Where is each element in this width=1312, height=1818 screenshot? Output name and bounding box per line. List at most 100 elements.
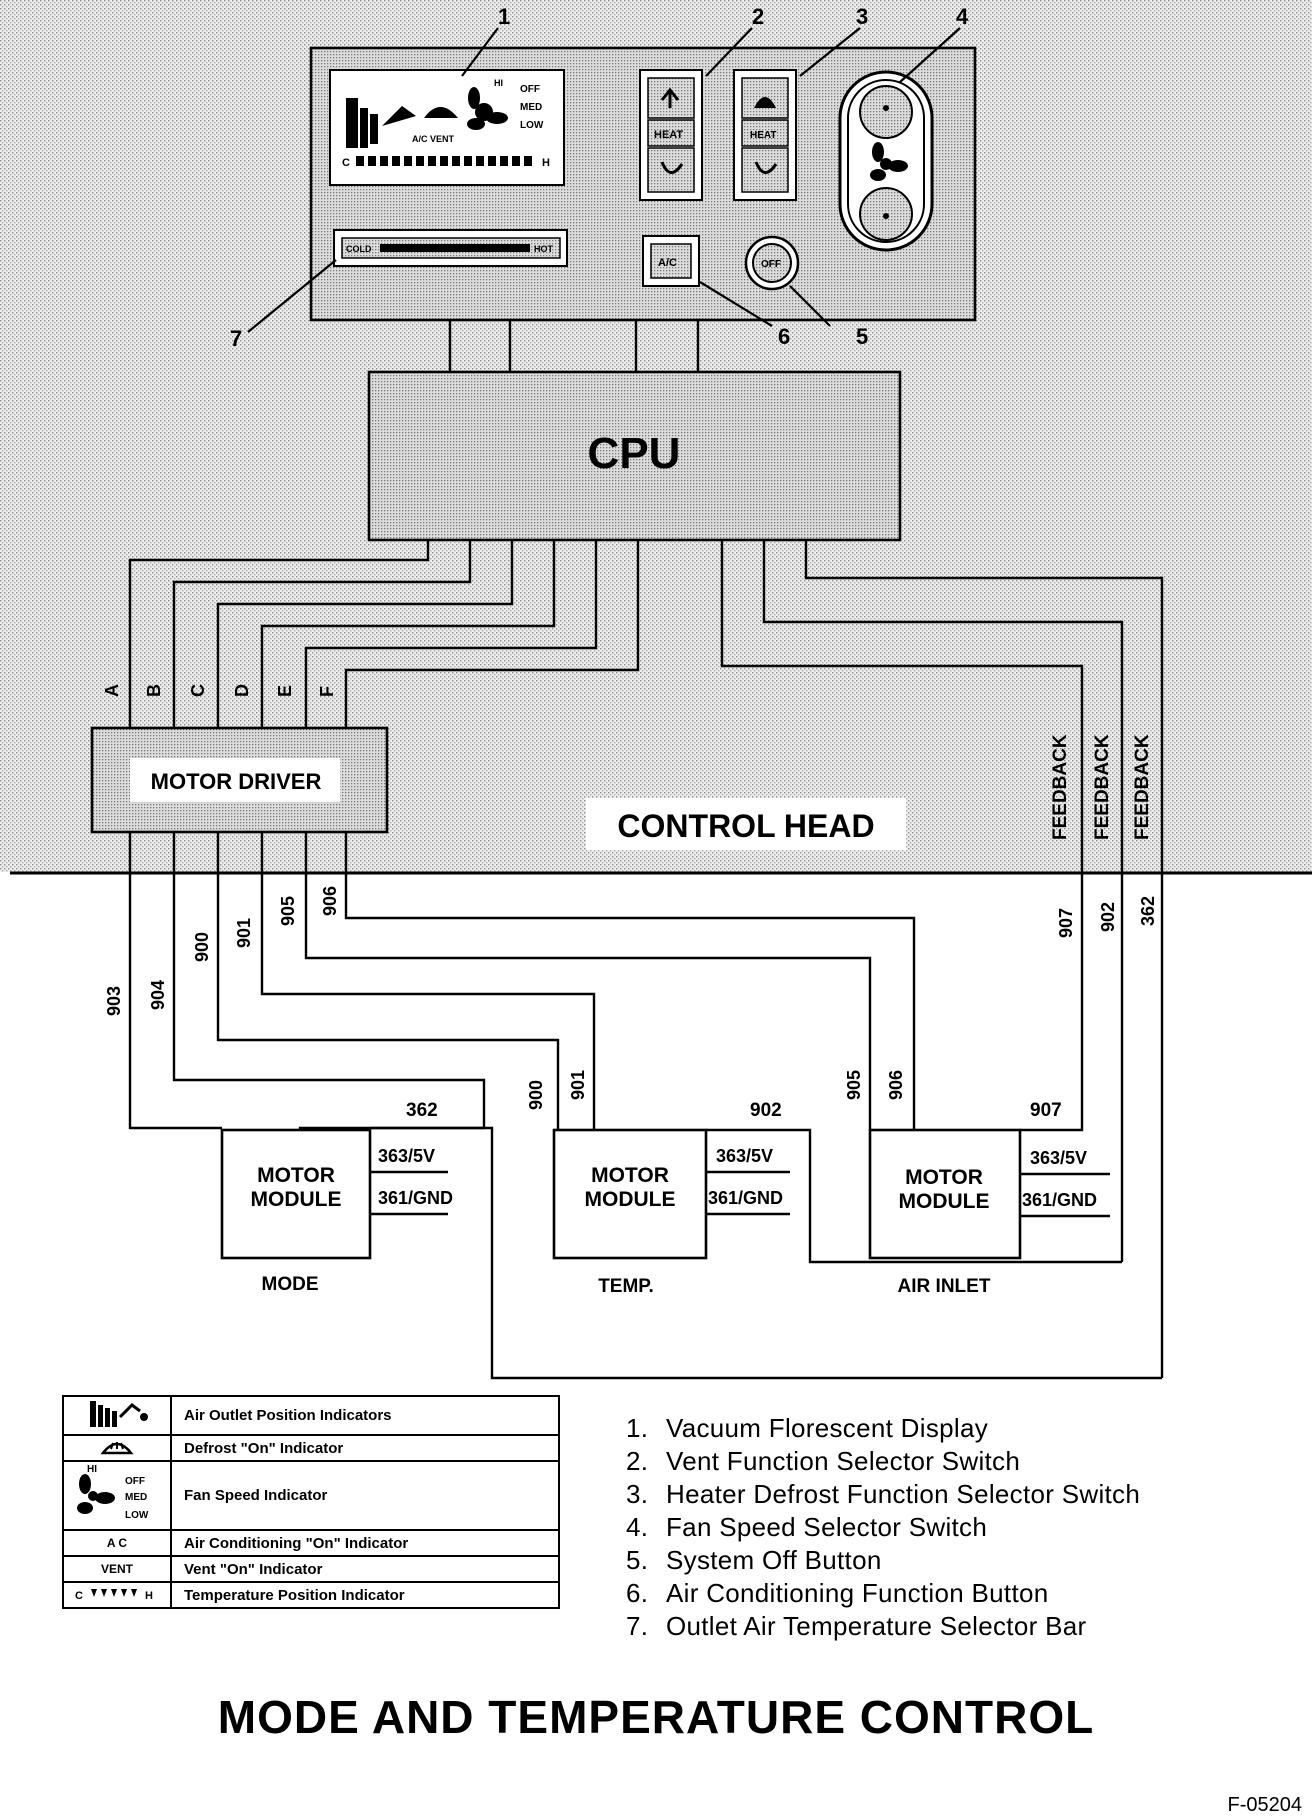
wire-902-feedback: 902 [1098, 902, 1118, 932]
wire-905-air: 905 [844, 1070, 864, 1100]
heater-defrost-switch[interactable]: HEAT [733, 69, 797, 201]
legend-text: Temperature Position Indicator [170, 1581, 560, 1609]
system-off-button[interactable]: OFF [744, 235, 800, 291]
wire-905: 905 [278, 896, 298, 926]
svg-text:363/5V: 363/5V [378, 1146, 435, 1166]
callout-item: 1.Vacuum Florescent Display [626, 1413, 989, 1443]
wire-903: 903 [104, 986, 124, 1016]
callout-list: 1.Vacuum Florescent Display 2.Vent Funct… [626, 1412, 1140, 1643]
callout-3: 3 [856, 4, 868, 29]
legend-text: Vent "On" Indicator [170, 1555, 560, 1583]
legend-text: Air Conditioning "On" Indicator [170, 1529, 560, 1557]
svg-text:361/GND: 361/GND [378, 1188, 453, 1208]
cpu-box [367, 370, 902, 542]
legend-row: C H Temperature Position Indicator [62, 1581, 560, 1609]
legend-text: Defrost "On" Indicator [170, 1434, 560, 1462]
fan-icon-hi: HI [87, 1464, 97, 1475]
display-fan-icon [467, 87, 508, 130]
temp-scale-icon: C H [62, 1581, 172, 1609]
display-fan-med: MED [520, 102, 542, 113]
feedback-label-1: FEEDBACK [1050, 734, 1071, 840]
vent-function-switch[interactable]: HEAT [639, 69, 703, 201]
wire-362-mode: 362 [406, 1100, 438, 1121]
display-fan-off: OFF [520, 84, 540, 95]
svg-text:MODULE: MODULE [585, 1188, 676, 1211]
feedback-label-2: FEEDBACK [1092, 734, 1113, 840]
svg-text:MODULE: MODULE [899, 1190, 990, 1213]
display-temp-h: H [542, 157, 550, 169]
legend-row: Air Outlet Position Indicators [62, 1395, 560, 1436]
callout-6: 6 [778, 324, 790, 349]
wire-901-temp: 901 [568, 1070, 588, 1100]
wire-906-air: 906 [886, 1070, 906, 1100]
heat-label: HEAT [654, 129, 683, 141]
motor-module-air-inlet: MOTOR MODULE 363/5V 361/GND AIR INLET [868, 1128, 1110, 1297]
callout-item: 2.Vent Function Selector Switch [626, 1446, 1021, 1476]
legend-row: Defrost "On" Indicator [62, 1434, 560, 1462]
fan-up-button[interactable] [859, 85, 913, 139]
svg-text:MOTOR: MOTOR [257, 1164, 335, 1187]
callout-item: 5.System Off Button [626, 1545, 882, 1575]
legend-row: VENT Vent "On" Indicator [62, 1555, 560, 1583]
svg-text:MOTOR: MOTOR [591, 1164, 669, 1187]
svg-text:AIR INLET: AIR INLET [898, 1276, 991, 1297]
temp-scale-c: C [75, 1590, 83, 1602]
fan-icon: HI OFF MED LOW [62, 1460, 172, 1531]
ac-function-button[interactable]: A/C [642, 235, 700, 287]
motor-module-mode: MOTOR MODULE 363/5V 361/GND MODE [220, 1128, 453, 1295]
wire-900: 900 [192, 932, 212, 962]
legend-row: HI OFF MED LOW Fan Speed Indicator [62, 1460, 560, 1531]
svg-text:363/5V: 363/5V [716, 1146, 773, 1166]
legend-text: Fan Speed Indicator [170, 1460, 560, 1531]
pin-e: E [275, 685, 295, 697]
feedback-label-3: FEEDBACK [1132, 734, 1153, 840]
ac-indicator-icon: A C [62, 1529, 172, 1557]
cpu-driver-wires [128, 540, 640, 728]
pin-f: F [317, 686, 337, 697]
fan-icon-off: OFF [125, 1476, 145, 1487]
wire-906: 906 [320, 886, 340, 916]
defrost-switch-icon [754, 97, 776, 108]
defrost-icon [62, 1434, 172, 1462]
svg-text:MODE: MODE [262, 1274, 319, 1295]
vacuum-fluorescent-display: HI OFF MED LOW A/C VENT C H [329, 69, 565, 186]
display-defrost-icon [424, 107, 458, 118]
temperature-selector-bar[interactable]: COLD HOT [333, 229, 568, 267]
heat-defrost-mid: HEAT [750, 130, 776, 141]
callout-item: 3.Heater Defrost Function Selector Switc… [626, 1479, 1141, 1509]
display-outlet-icon [346, 98, 416, 148]
fan-speed-switch[interactable] [838, 70, 934, 252]
callout-item: 6.Air Conditioning Function Button [626, 1578, 1049, 1608]
display-fan-low: LOW [520, 120, 544, 131]
air-outlet-icon [62, 1395, 172, 1436]
callout-item: 7.Outlet Air Temperature Selector Bar [626, 1611, 1087, 1641]
svg-text:MODULE: MODULE [251, 1188, 342, 1211]
svg-text:361/GND: 361/GND [708, 1188, 783, 1208]
pin-d: D [232, 684, 252, 697]
callout-4: 4 [956, 4, 969, 29]
pin-b: B [144, 684, 164, 697]
wire-362-feedback: 362 [1138, 896, 1158, 926]
callout-5: 5 [856, 324, 868, 349]
callout-leaders [247, 27, 961, 333]
pin-c: C [188, 684, 208, 697]
bar-cold: COLD [346, 244, 372, 254]
legend-text: Air Outlet Position Indicators [170, 1395, 560, 1436]
callout-1: 1 [498, 4, 510, 29]
legend-table: Air Outlet Position Indicators Defrost "… [62, 1395, 560, 1609]
svg-text:363/5V: 363/5V [1030, 1148, 1087, 1168]
panel-cpu-bus [448, 320, 700, 372]
wire-900-temp: 900 [526, 1080, 546, 1110]
heat-down-icon [754, 161, 778, 174]
svg-text:MOTOR: MOTOR [905, 1166, 983, 1189]
feedback-return-wires [370, 1110, 1162, 1380]
wire-907-air: 907 [1030, 1100, 1062, 1121]
pin-a: A [102, 684, 122, 697]
callout-7: 7 [230, 326, 242, 351]
motor-driver-label: MOTOR DRIVER [151, 769, 322, 794]
callout-2: 2 [752, 4, 764, 29]
display-ac-vent: A/C VENT [412, 134, 455, 144]
wire-902-temp: 902 [750, 1100, 782, 1121]
cpu-label: CPU [588, 429, 681, 478]
